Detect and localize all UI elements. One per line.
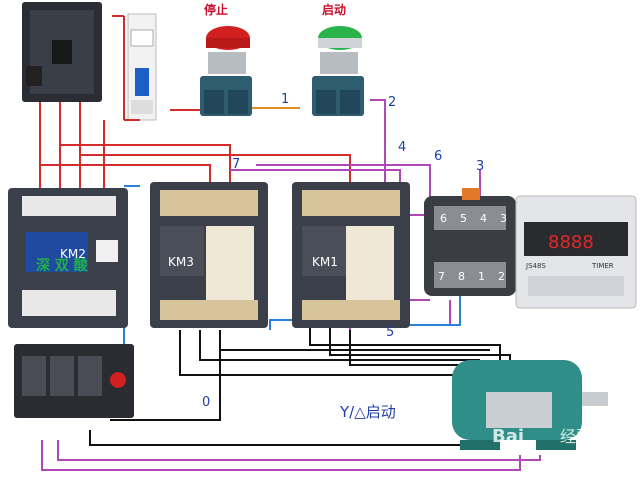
wire-number-6: 6 xyxy=(434,149,442,164)
wire-number-2: 2 xyxy=(388,95,396,110)
miniature-circuit-breaker xyxy=(127,13,157,121)
watermark: Bai 经验 jingyan.baidu.com xyxy=(492,426,631,463)
stop-label: 停止 xyxy=(204,2,228,17)
km3-label: KM3 xyxy=(168,255,194,269)
km2-label: KM2 xyxy=(60,247,86,261)
contactor-km3 xyxy=(150,182,268,328)
relay-pin: 2 xyxy=(498,270,505,283)
watermark-suffix: 经验 xyxy=(560,427,592,446)
wire-number-0: 0 xyxy=(202,395,210,410)
wire-number-4: 4 xyxy=(398,140,406,155)
wire-number-5: 5 xyxy=(386,325,394,340)
start-label: 启动 xyxy=(322,2,346,17)
relay-top-pins: 6 5 4 3 xyxy=(440,212,507,225)
overlay-text: 深 双 酸 xyxy=(36,257,89,274)
watermark-url: jingyan.baidu.com xyxy=(547,453,631,463)
timer-display: 8888 xyxy=(548,232,594,253)
time-relay-socket xyxy=(424,188,516,296)
relay-pin: 4 xyxy=(480,212,487,225)
relay-pin: 5 xyxy=(460,212,467,225)
contactor-km1 xyxy=(292,182,410,328)
wire-number-3: 3 xyxy=(476,159,484,174)
relay-pin: 8 xyxy=(458,270,465,283)
contactor-km2 xyxy=(8,188,128,328)
km1-label: KM1 xyxy=(312,255,338,269)
timer-model: JS48S xyxy=(525,262,546,270)
timer-tag: TIMER xyxy=(591,262,614,270)
relay-pin: 3 xyxy=(500,212,507,225)
relay-pin: 6 xyxy=(440,212,447,225)
stop-button-assembly xyxy=(200,26,252,116)
relay-pin: 1 xyxy=(478,270,485,283)
start-button-assembly xyxy=(312,26,364,116)
wire-number-1: 1 xyxy=(281,92,289,107)
relay-bottom-pins: 7 8 1 2 xyxy=(438,270,505,283)
relay-pin: 7 xyxy=(438,270,445,283)
main-circuit-breaker xyxy=(22,2,102,102)
wire-number-7: 7 xyxy=(232,157,240,172)
diagram-title: Y/△启动 xyxy=(339,403,396,421)
watermark-brand: Bai xyxy=(492,426,524,447)
motor xyxy=(452,360,608,450)
thermal-overload-relay xyxy=(14,344,134,418)
digital-timer xyxy=(515,195,637,309)
